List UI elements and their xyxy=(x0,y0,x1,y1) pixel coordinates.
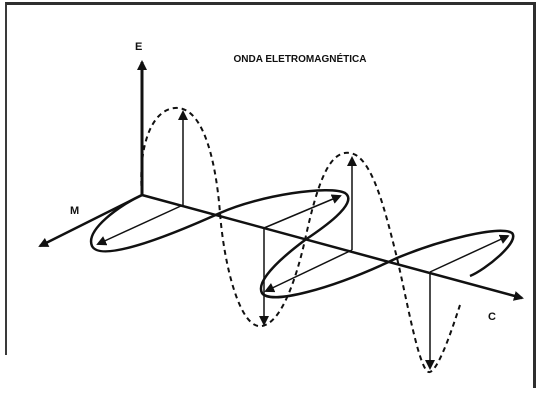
m-axis-label: M xyxy=(70,205,79,217)
magnetic-field-wave-2 xyxy=(259,229,515,299)
m-vector-4 xyxy=(429,234,510,273)
diagram-title: ONDA ELETROMAGNÉTICA xyxy=(234,52,367,65)
m-vector-1 xyxy=(96,204,184,246)
c-axis xyxy=(141,193,524,301)
c-axis-label: C xyxy=(488,311,496,323)
m-vector-3 xyxy=(264,249,353,293)
electric-field-wave xyxy=(140,106,461,373)
e-axis-label: E xyxy=(135,41,142,53)
magnetic-field-wave-1 xyxy=(89,188,350,253)
figure-frame xyxy=(5,2,536,388)
m-vector-2 xyxy=(263,194,342,229)
frame-gap xyxy=(5,355,8,395)
